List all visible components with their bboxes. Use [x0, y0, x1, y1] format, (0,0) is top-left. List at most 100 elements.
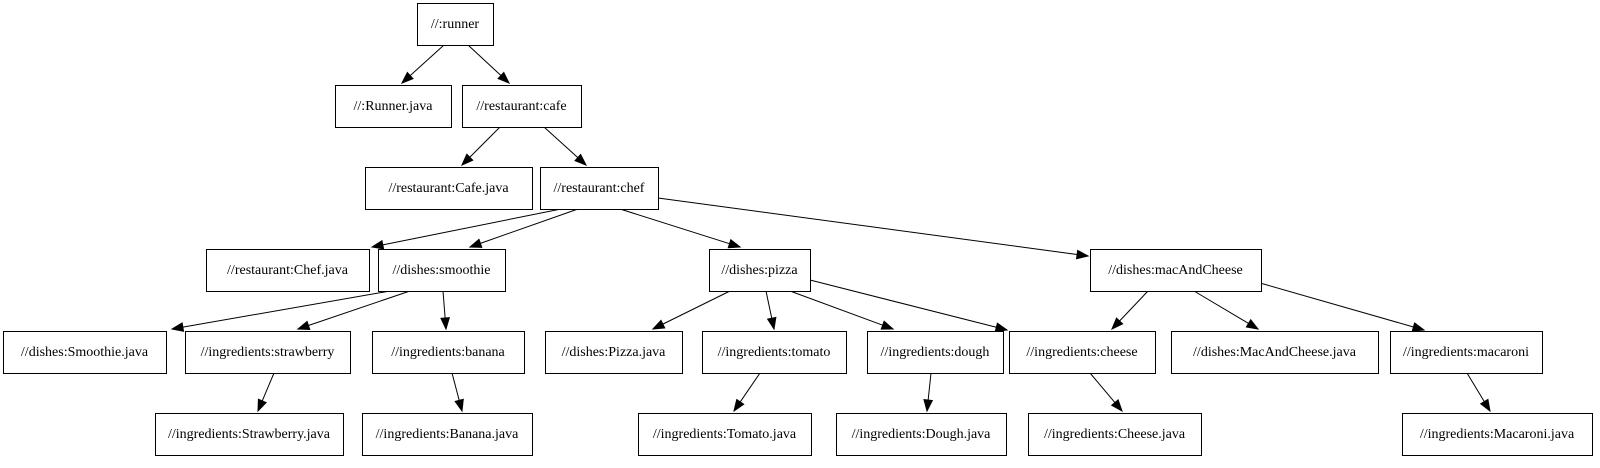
graph-edge-dishes_macandchz-to-ing_cheese: [1111, 290, 1149, 331]
node-label: //ingredients:Cheese.java: [1044, 427, 1186, 442]
node-layer: //:runner //:Runner.java //restaurant:cafe…: [3, 3, 1593, 456]
graph-edge-restaurant_chef-to-dishes_macandchz: [657, 197, 1090, 260]
edge-line: [657, 197, 1078, 256]
graph-edge-ing_banana-to-banana_java: [451, 372, 464, 413]
node-label: //dishes:macAndCheese: [1108, 263, 1243, 278]
node-label: //restaurant:Cafe.java: [388, 181, 509, 196]
edge-line: [662, 290, 731, 325]
arrowhead-icon: [1245, 318, 1260, 330]
graph-edge-ing_tomato-to-tomato_java: [733, 372, 761, 413]
graph-edge-runner-to-restaurant_cafe: [467, 44, 511, 84]
graph-node-ing_dough[interactable]: //ingredients:dough: [867, 331, 1004, 374]
node-label: //dishes:smoothie: [393, 263, 491, 278]
graph-edge-restaurant_cafe-to-cafe_java: [461, 126, 501, 166]
graph-node-smoothie_java[interactable]: //dishes:Smoothie.java: [3, 331, 167, 374]
arrowhead-icon: [1111, 317, 1124, 331]
arrowhead-icon: [994, 322, 1009, 332]
graph-node-macandchz_java[interactable]: //dishes:MacAndCheese.java: [1171, 331, 1379, 374]
node-box: [1009, 331, 1156, 374]
arrowhead-icon: [440, 317, 451, 331]
graph-edge-dishes_pizza-to-ing_dough: [789, 290, 895, 330]
graph-node-cafe_java[interactable]: //restaurant:Cafe.java: [365, 167, 533, 210]
node-box: [709, 249, 811, 292]
graph-edge-dishes_pizza-to-ing_tomato: [765, 290, 777, 331]
node-box: [836, 413, 1007, 456]
graph-node-banana_java[interactable]: //ingredients:Banana.java: [362, 413, 533, 456]
node-label: //:Runner.java: [354, 99, 434, 114]
graph-edge-runner-to-runner_java: [400, 44, 445, 84]
node-label: //restaurant:cafe: [476, 99, 566, 114]
arrowhead-icon: [468, 238, 483, 248]
node-box: [545, 331, 683, 374]
arrowhead-icon: [170, 322, 185, 332]
graph-node-ing_macaroni[interactable]: //ingredients:macaroni: [1390, 331, 1543, 374]
graph-node-pizza_java[interactable]: //dishes:Pizza.java: [545, 331, 683, 374]
arrowhead-icon: [733, 398, 745, 413]
node-box: [1402, 413, 1593, 456]
arrowhead-icon: [461, 153, 474, 166]
graph-edge-restaurant_cafe-to-restaurant_chef: [543, 126, 588, 166]
graph-node-ing_cheese[interactable]: //ingredients:cheese: [1009, 331, 1156, 374]
edge-line: [469, 126, 501, 158]
arrowhead-icon: [400, 71, 414, 84]
node-label: //ingredients:Macaroni.java: [1420, 427, 1575, 442]
edge-line: [382, 208, 562, 246]
graph-node-runner[interactable]: //:runner: [417, 3, 494, 46]
graph-node-dishes_macandchz[interactable]: //dishes:macAndCheese: [1090, 249, 1262, 292]
arrowhead-icon: [1110, 399, 1123, 413]
node-box: [206, 249, 370, 292]
arrowhead-icon: [880, 320, 895, 330]
graph-node-ing_tomato[interactable]: //ingredients:tomato: [702, 331, 847, 374]
graph-node-strawberry_java[interactable]: //ingredients:Strawberry.java: [155, 413, 344, 456]
node-box: [372, 331, 525, 374]
node-box: [638, 413, 812, 456]
edge-line: [739, 372, 761, 403]
node-label: //ingredients:dough: [881, 345, 990, 360]
node-label: //dishes:pizza: [721, 263, 798, 278]
edge-line: [1089, 372, 1116, 403]
node-box: [867, 331, 1004, 374]
graph-edge-dishes_macandchz-to-ing_macaroni: [1259, 282, 1426, 332]
graph-node-dough_java[interactable]: //ingredients:Dough.java: [836, 413, 1007, 456]
node-label: //restaurant:Chef.java: [227, 263, 349, 278]
node-label: //:runner: [431, 17, 480, 32]
graph-node-ing_banana[interactable]: //ingredients:banana: [372, 331, 525, 374]
graph-edge-dishes_smoothie-to-smoothie_java: [170, 290, 391, 332]
graph-node-tomato_java[interactable]: //ingredients:Tomato.java: [638, 413, 812, 456]
node-label: //ingredients:Strawberry.java: [168, 427, 331, 442]
edge-line: [1119, 290, 1149, 322]
graph-node-ing_strawberry[interactable]: //ingredients:strawberry: [185, 331, 351, 374]
node-box: [3, 331, 167, 374]
node-label: //ingredients:Dough.java: [852, 427, 992, 442]
arrowhead-icon: [1411, 322, 1426, 332]
node-box: [702, 331, 847, 374]
arrowhead-icon: [257, 398, 268, 413]
graph-node-dishes_smoothie[interactable]: //dishes:smoothie: [378, 249, 506, 292]
edge-line: [543, 126, 579, 158]
edge-line: [927, 372, 932, 401]
arrowhead-icon: [1075, 249, 1090, 260]
node-label: //ingredients:tomato: [718, 345, 831, 360]
graph-node-macaroni_java[interactable]: //ingredients:Macaroni.java: [1402, 413, 1593, 456]
edge-line: [619, 208, 730, 245]
node-box: [378, 249, 506, 292]
edge-line: [1193, 290, 1249, 324]
node-box: [462, 85, 582, 128]
node-label: //ingredients:cheese: [1026, 345, 1137, 360]
graph-node-restaurant_chef[interactable]: //restaurant:chef: [540, 167, 659, 210]
node-label: //ingredients:banana: [391, 345, 505, 360]
graph-node-chef_java[interactable]: //restaurant:Chef.java: [206, 249, 370, 292]
arrowhead-icon: [727, 238, 742, 249]
graph-edge-dishes_macandchz-to-macandchz_java: [1193, 290, 1260, 330]
graph-node-runner_java[interactable]: //:Runner.java: [335, 85, 452, 128]
graph-edge-dishes_pizza-to-ing_cheese: [809, 279, 1009, 332]
graph-node-cheese_java[interactable]: //ingredients:Cheese.java: [1028, 413, 1202, 456]
graph-node-dishes_pizza[interactable]: //dishes:pizza: [709, 249, 811, 292]
arrowhead-icon: [766, 316, 777, 331]
graph-node-restaurant_cafe[interactable]: //restaurant:cafe: [462, 85, 582, 128]
arrowhead-icon: [651, 319, 666, 330]
arrowhead-icon: [1479, 398, 1491, 413]
node-box: [417, 3, 494, 46]
edge-line: [467, 44, 502, 76]
